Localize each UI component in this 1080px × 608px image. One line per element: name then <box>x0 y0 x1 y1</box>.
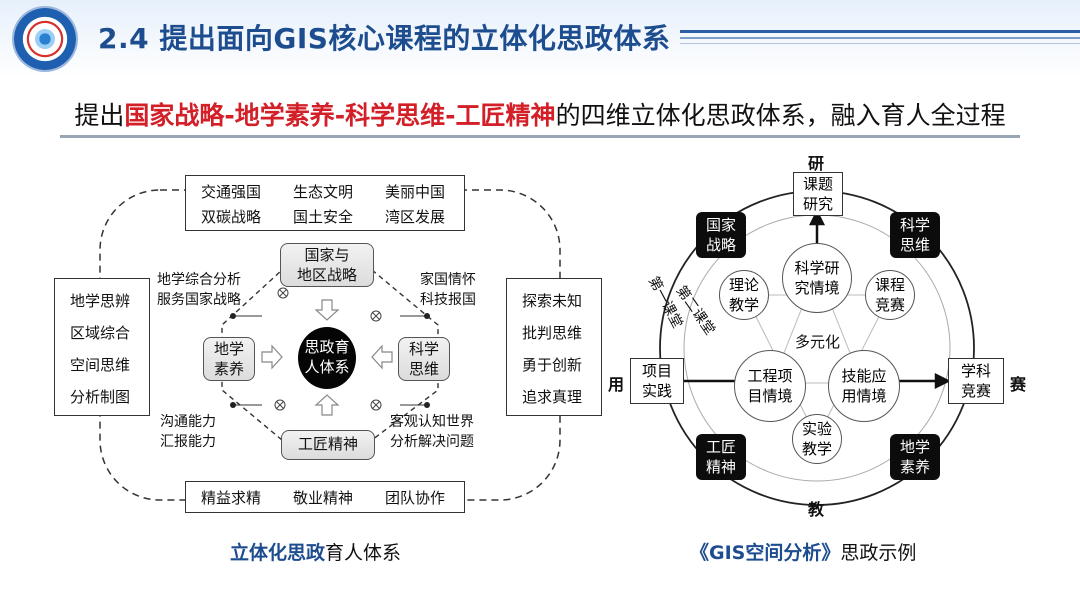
topic-item: 生态文明 <box>293 183 354 201</box>
geo-literacy-topics-box <box>54 278 150 416</box>
circle-lab-teaching: 实验 教学 <box>792 414 842 464</box>
topic-item: 国土安全 <box>293 208 354 226</box>
black-scientific-thinking: 科学 思维 <box>890 212 940 258</box>
topic-item: 勇于创新 <box>522 356 583 374</box>
label-top-left: 地学综合分析 服务国家战略 <box>157 272 241 308</box>
topic-item: 双碳战略 <box>201 208 262 226</box>
title-rule-3 <box>680 43 1080 44</box>
topic-item: 区域综合 <box>70 324 131 342</box>
label-bottom-right: 客观认知世界 分析解决问题 <box>390 414 474 450</box>
subtitle: 提出国家战略-地学素养-科学思维-工匠精神的四维立体化思政体系，融入育人全过程 <box>0 96 1080 132</box>
subtitle-rule <box>60 135 1020 138</box>
topic-item: 美丽中国 <box>385 183 446 201</box>
right-caption: 《GIS空间分析》思政示例 <box>690 538 916 565</box>
subtitle-highlight: 国家战略-地学素养-科学思维-工匠精神 <box>124 101 556 130</box>
label-bottom-left: 沟通能力 汇报能力 <box>160 414 216 450</box>
circle-skill-context: 技能应 用情境 <box>828 350 900 422</box>
topic-item: 敬业精神 <box>293 489 354 507</box>
right-caption-bold: 《GIS空间分析》 <box>690 542 841 564</box>
box-subject-competition: 学科 竞赛 <box>948 358 1004 404</box>
page-title: 2.4 提出面向GIS核心课程的立体化思政体系 <box>98 22 671 55</box>
box-project-practice: 项目 实践 <box>630 358 684 404</box>
national-strategy-topics-box <box>185 175 465 231</box>
center-diversified: 多元化 <box>795 333 841 351</box>
left-caption-bold: 立体化思政 <box>230 542 326 564</box>
box-research-project: 课题 研究 <box>793 172 843 216</box>
topic-item: 地学思辨 <box>70 292 131 310</box>
scientific-thinking-topics-box <box>506 278 602 416</box>
topic-item: 空间思维 <box>70 356 131 374</box>
black-geo-literacy: 地学 素养 <box>890 434 940 480</box>
node-scientific-thinking: 科学 思维 <box>398 337 450 381</box>
circle-research-context: 科学研 究情境 <box>782 243 852 313</box>
topic-item: 交通强国 <box>201 183 262 201</box>
subtitle-suffix: 的四维立体化思政体系，融入育人全过程 <box>555 101 1006 130</box>
subtitle-prefix: 提出 <box>74 101 125 130</box>
header-band <box>0 0 1080 78</box>
left-caption-rest: 育人体系 <box>325 542 402 564</box>
circle-theory-teaching: 理论 教学 <box>719 270 769 320</box>
topic-item: 批判思维 <box>522 324 583 342</box>
title-rule-1 <box>680 30 1080 33</box>
node-national-strategy: 国家与 地区战略 <box>280 243 374 287</box>
topic-item: 精益求精 <box>201 489 262 507</box>
circle-engineering-context: 工程项 目情境 <box>734 350 806 422</box>
black-national-strategy: 国家 战略 <box>696 212 746 258</box>
node-craftsmanship: 工匠精神 <box>281 430 375 460</box>
craftsmanship-topics-box <box>185 481 465 513</box>
direction-application: 用 <box>608 375 625 394</box>
topic-item: 团队协作 <box>385 489 446 507</box>
topic-item: 追求真理 <box>522 388 583 406</box>
topic-item: 湾区发展 <box>385 208 446 226</box>
right-caption-rest: 思政示例 <box>840 542 917 564</box>
title-rule-2 <box>680 37 1080 39</box>
black-craftsmanship: 工匠 精神 <box>696 434 746 480</box>
center-ellipse: 思政育 人体系 <box>298 327 356 389</box>
topic-item: 探索未知 <box>522 292 583 310</box>
topic-item: 分析制图 <box>70 388 131 406</box>
direction-competition: 赛 <box>1010 375 1027 394</box>
node-geo-literacy: 地学 素养 <box>203 337 255 381</box>
circle-course-competition: 课程 竞赛 <box>865 270 915 320</box>
logo-globe-icon <box>35 29 55 49</box>
left-caption: 立体化思政育人体系 <box>230 538 401 565</box>
direction-research: 研 <box>808 154 825 173</box>
label-top-right: 家国情怀 科技报国 <box>420 272 476 308</box>
direction-teaching: 教 <box>808 500 825 519</box>
